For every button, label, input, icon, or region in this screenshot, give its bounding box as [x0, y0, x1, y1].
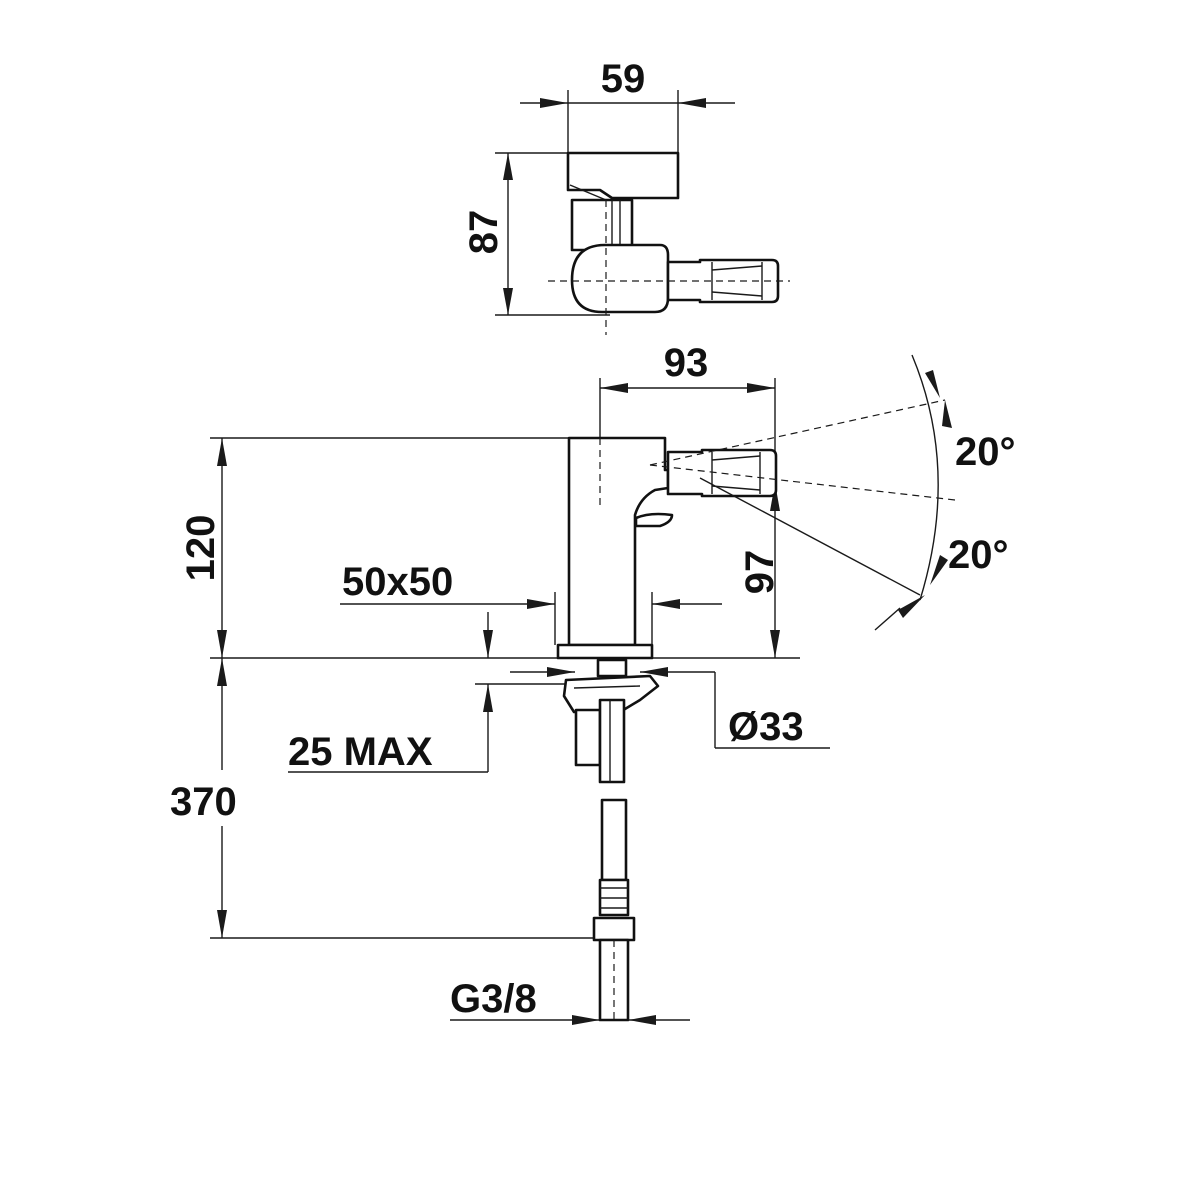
fixing-rod	[574, 708, 602, 767]
thread-label: G3/8	[450, 977, 537, 1021]
spout-height-label: 97	[738, 550, 782, 595]
max-thickness-label: 25 MAX	[288, 730, 433, 774]
top-handle	[566, 151, 680, 200]
side-lever	[634, 512, 674, 528]
below-deck: 25 MAX Ø33 370	[170, 612, 830, 1025]
side-width-label: 93	[664, 341, 709, 385]
base-size-label: 50x50	[342, 560, 453, 604]
top-view: 59 87	[462, 57, 790, 335]
top-stem	[570, 198, 634, 252]
side-base	[556, 643, 654, 660]
hole-diameter-label: Ø33	[728, 705, 804, 749]
top-body	[570, 243, 670, 314]
connection-nut	[592, 916, 636, 942]
mounting-nut	[562, 674, 660, 714]
total-height-label: 120	[179, 515, 223, 582]
threaded-stud	[596, 658, 628, 678]
hose-length-label: 370	[170, 780, 237, 824]
hose-lower	[600, 798, 628, 882]
side-view: 93 120 97 20°	[179, 341, 1016, 660]
angle-down-label: 20°	[948, 533, 1009, 577]
top-height-label: 87	[462, 210, 506, 255]
angle-up-label: 20°	[955, 430, 1016, 474]
side-body	[567, 436, 670, 647]
top-width-label: 59	[601, 57, 646, 101]
hose-upper	[598, 698, 626, 784]
